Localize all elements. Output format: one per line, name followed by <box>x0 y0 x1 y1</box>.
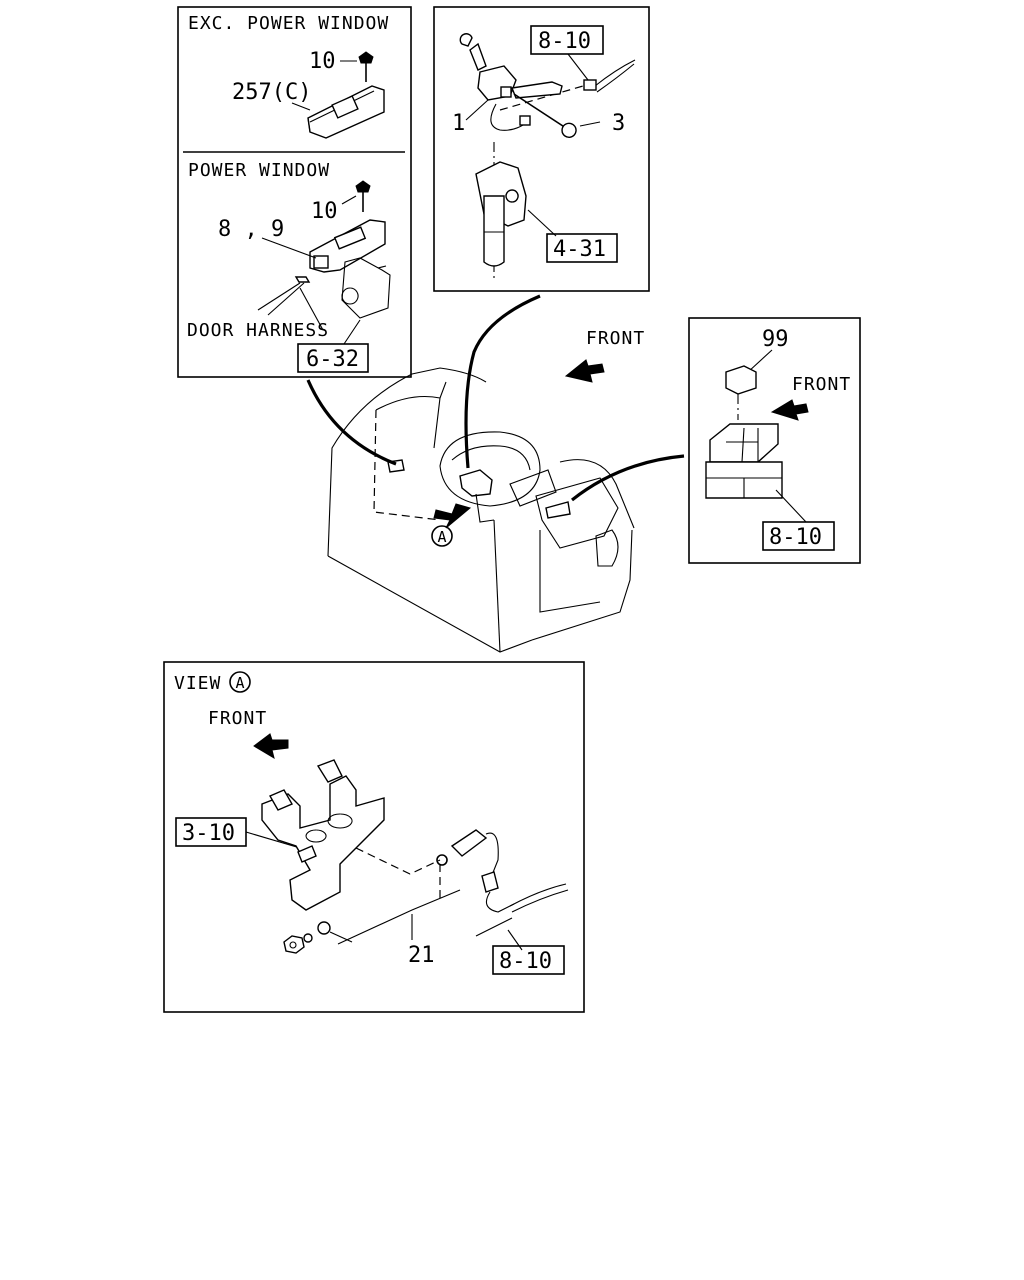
front-arrow-icon <box>564 359 605 383</box>
exc-power-window-title: EXC. POWER WINDOW <box>188 13 389 34</box>
view-a-marker: A <box>235 674 244 692</box>
ref-8-10-top: 8-10 <box>538 29 591 54</box>
door-harness-connector-icon <box>257 276 324 331</box>
ref-4-31: 4-31 <box>553 237 606 262</box>
bracket-21-label: 21 <box>408 943 435 968</box>
view-marker-circle <box>229 671 251 693</box>
nut-icon <box>283 935 305 954</box>
view-title: VIEW <box>174 673 221 694</box>
steering-bracket-icon <box>261 759 441 911</box>
relay-99-label: 99 <box>762 327 789 352</box>
panel-power-window: EXC. POWER WINDOW 10 257(C) POWER WINDOW… <box>177 6 412 378</box>
leader-line <box>465 99 489 121</box>
panel-power-window-frame <box>177 6 412 378</box>
sensor-switch-icon <box>450 829 569 937</box>
combination-switch-icon <box>459 33 563 131</box>
power-window-switch-icon <box>261 219 391 319</box>
ref-3-10: 3-10 <box>182 821 235 846</box>
leader-line <box>567 53 589 81</box>
front-arrow-icon <box>770 399 809 421</box>
front-label-center: FRONT <box>586 328 645 349</box>
door-harness-label: DOOR HARNESS <box>187 320 329 341</box>
panel-relay-frame <box>688 317 861 564</box>
panel-view-a-frame <box>163 661 585 1013</box>
view-marker-circle <box>431 525 453 547</box>
leader-line <box>747 349 773 373</box>
exc-switch-label: 257(C) <box>232 80 311 105</box>
view-arrow-icon <box>433 503 472 529</box>
ref-8-10-bottom: 8-10 <box>499 949 552 974</box>
ref-box-8-10-right <box>762 521 835 551</box>
front-arrow-icon <box>253 733 289 760</box>
ref-box-8-10-top <box>530 25 604 55</box>
combination-switch-label: 1 <box>452 111 465 136</box>
ref-box-4-31 <box>546 233 618 263</box>
panel-combination-switch-frame <box>433 6 650 292</box>
pw-switch-label: 8 , 9 <box>218 217 284 242</box>
ref-8-10-right: 8-10 <box>769 525 822 550</box>
panel-relay: 99 FRONT 8-10 <box>688 317 861 564</box>
dashboard-illustration: FRONT A <box>306 294 685 653</box>
ref-6-32: 6-32 <box>306 347 359 372</box>
ref-box-6-32 <box>297 343 369 373</box>
screw-icon <box>340 51 374 82</box>
steering-column-icon <box>475 142 557 280</box>
exc-screw-label: 10 <box>309 49 336 74</box>
screw-3-label: 3 <box>612 111 625 136</box>
relay-block-icon <box>705 423 783 499</box>
screw-icon <box>341 180 371 212</box>
panel-combination-switch: 8-10 1 3 <box>433 6 650 292</box>
pw-screw-label: 10 <box>311 199 338 224</box>
leader-line <box>337 889 461 945</box>
relay-icon <box>725 365 757 420</box>
view-marker-a: A <box>437 528 446 546</box>
front-label-bottom: FRONT <box>208 708 267 729</box>
wire-harness-icon <box>499 59 636 111</box>
leader-line <box>775 489 807 523</box>
screw-icon <box>513 93 601 138</box>
power-window-title: POWER WINDOW <box>188 160 330 181</box>
ref-box-8-10-bottom <box>492 945 565 975</box>
panel-view-a: VIEW A FRONT 3-10 <box>163 661 585 1013</box>
window-switch-cover-icon <box>291 85 385 139</box>
leader-line <box>507 929 523 951</box>
washer-icon <box>303 854 448 943</box>
leader-line <box>245 831 301 849</box>
front-label-right: FRONT <box>792 374 851 395</box>
leader-line <box>343 319 361 345</box>
